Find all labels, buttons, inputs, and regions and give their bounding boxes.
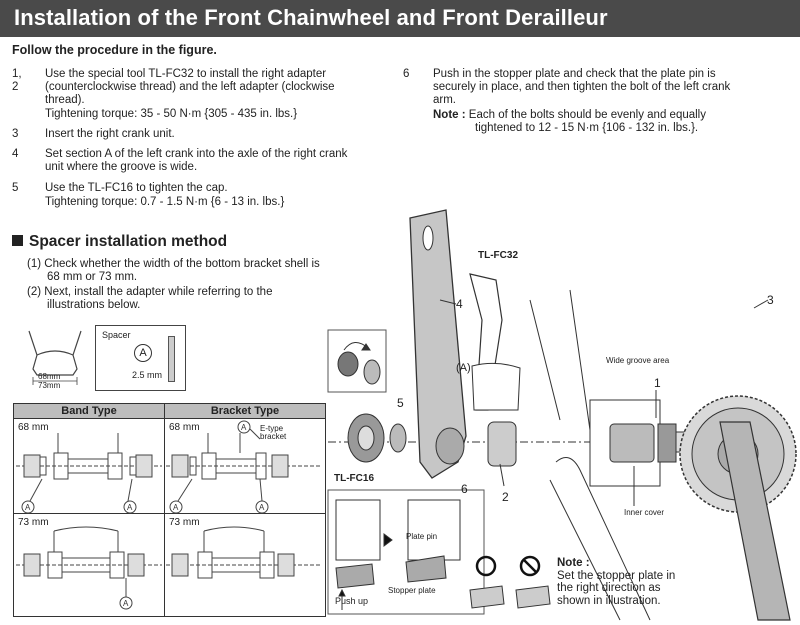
label-push-up: Push up — [335, 596, 369, 606]
item-line: 68 mm or 73 mm. — [47, 271, 138, 283]
label-wide-groove: Wide groove area — [606, 356, 670, 365]
spacer-box: Spacer A 2.5 mm — [95, 325, 186, 391]
step-number: 4 — [12, 148, 19, 160]
callout-3: 3 — [767, 293, 774, 307]
step-line: Set section A of the left crank into the… — [45, 148, 348, 160]
row-label-73: 73 mm — [18, 517, 49, 528]
mark-a: A — [127, 503, 133, 512]
step-number: 6 — [403, 68, 410, 80]
note-line: the right direction as — [557, 582, 661, 594]
etype-label: bracket — [260, 432, 287, 441]
item-line: illustrations below. — [47, 299, 141, 311]
spacer-ring-side-icon — [168, 336, 175, 382]
mark-a: A — [123, 599, 129, 608]
row-label-73: 73 mm — [169, 517, 200, 528]
table-divider-h — [14, 513, 325, 514]
step-line: Tightening torque: 35 - 50 N·m {305 - 43… — [45, 108, 298, 120]
spacer-item-1: (1) Check whether the width of the botto… — [27, 258, 320, 284]
etype-label: E-type — [260, 424, 284, 433]
spacer-item-2: (2) Next, install the adapter while refe… — [27, 286, 272, 312]
right-adapter — [609, 423, 655, 463]
step-line: Tightening torque: 0.7 - 1.5 N·m {6 - 13… — [45, 196, 285, 208]
cap-part — [389, 423, 407, 453]
mark-a: A — [259, 503, 265, 512]
callout-4: 4 — [456, 297, 463, 311]
note-line: shown in illustration. — [557, 594, 661, 607]
table-illustrations: A A A A A — [16, 420, 322, 610]
mark-a: A — [241, 423, 247, 432]
row-label-68: 68 mm — [169, 422, 200, 433]
callout-2: 2 — [502, 490, 509, 504]
step-line: thread). — [45, 94, 85, 106]
item-number: (1) — [27, 258, 42, 270]
stopper-note: Note : Set the stopper plate in the righ… — [557, 557, 675, 607]
label-stopper-plate: Stopper plate — [388, 586, 436, 595]
bullet-square-icon — [12, 235, 23, 246]
item-line: Check whether the width of the bottom br… — [44, 258, 320, 270]
note-line: Set the stopper plate in — [557, 569, 676, 582]
left-adapter — [487, 421, 517, 467]
step-line: (counterclockwise thread) and the left a… — [45, 81, 335, 93]
row-label-68: 68 mm — [18, 422, 49, 433]
step-line: Use the TL-FC16 to tighten the cap. — [45, 182, 228, 194]
step-number: 5 — [12, 182, 19, 194]
page-title: Installation of the Front Chainwheel and… — [14, 5, 608, 30]
spacer-label: Spacer — [102, 330, 131, 340]
step-6-note: Note : Each of the bolts should be evenl… — [433, 109, 706, 135]
note-label: Note : — [433, 109, 466, 121]
step-line: arm. — [433, 94, 456, 106]
table-divider-v — [164, 404, 165, 616]
step-line: unit where the groove is wide. — [45, 161, 198, 173]
mark-a: A — [25, 503, 31, 512]
wrong-direction-icon — [519, 555, 541, 577]
step-line: Push in the stopper plate and check that… — [433, 68, 716, 80]
step-line: Insert the right crank unit. — [45, 128, 175, 140]
width-label-73: 73mm — [38, 381, 61, 390]
left-crank-arm — [409, 209, 467, 479]
callout-1: 1 — [654, 376, 661, 390]
callout-5: 5 — [397, 396, 404, 410]
right-crank-arm — [719, 421, 791, 621]
note-line: Each of the bolts should be evenly and e… — [468, 109, 706, 121]
exploded-crankset-figure — [327, 209, 797, 621]
item-number: (2) — [27, 286, 42, 298]
spacer-mark-a-icon: A — [134, 344, 152, 362]
intro-text: Follow the procedure in the figure. — [12, 43, 217, 57]
bottom-bracket-shell-sketch — [28, 330, 82, 385]
note-line: tightened to 12 - 15 N·m {106 - 132 in. … — [475, 122, 699, 134]
label-tl-fc16: TL-FC16 — [334, 473, 374, 484]
step-line: Use the special tool TL-FC32 to install … — [45, 68, 327, 80]
spacer-type-table: Band Type Bracket Type 68 mm 68 mm 73 mm… — [13, 403, 326, 617]
label-plate-pin: Plate pin — [406, 532, 438, 541]
correct-direction-icon — [475, 555, 497, 577]
mark-a: A — [173, 503, 179, 512]
width-label-68: 68mm — [38, 372, 61, 381]
table-header-bracket: Bracket Type — [165, 404, 325, 418]
table-divider-h — [14, 418, 325, 419]
label-section-a: (A) — [456, 362, 471, 374]
step-number: 3 — [12, 128, 19, 140]
label-tl-fc32: TL-FC32 — [478, 250, 518, 261]
spacer-heading-text: Spacer installation method — [29, 233, 228, 250]
spacer-heading: Spacer installation method — [12, 233, 227, 251]
spacer-size: 2.5 mm — [132, 370, 163, 380]
label-inner-cover: Inner cover — [624, 508, 665, 517]
step-number: 1, 2 — [12, 68, 22, 93]
title-bar: Installation of the Front Chainwheel and… — [0, 0, 800, 37]
table-header-band: Band Type — [14, 404, 165, 418]
note-label: Note : — [557, 557, 590, 569]
item-line: Next, install the adapter while referrin… — [44, 286, 273, 298]
callout-6: 6 — [461, 482, 468, 496]
step-line: securely in place, and then tighten the … — [433, 81, 731, 93]
